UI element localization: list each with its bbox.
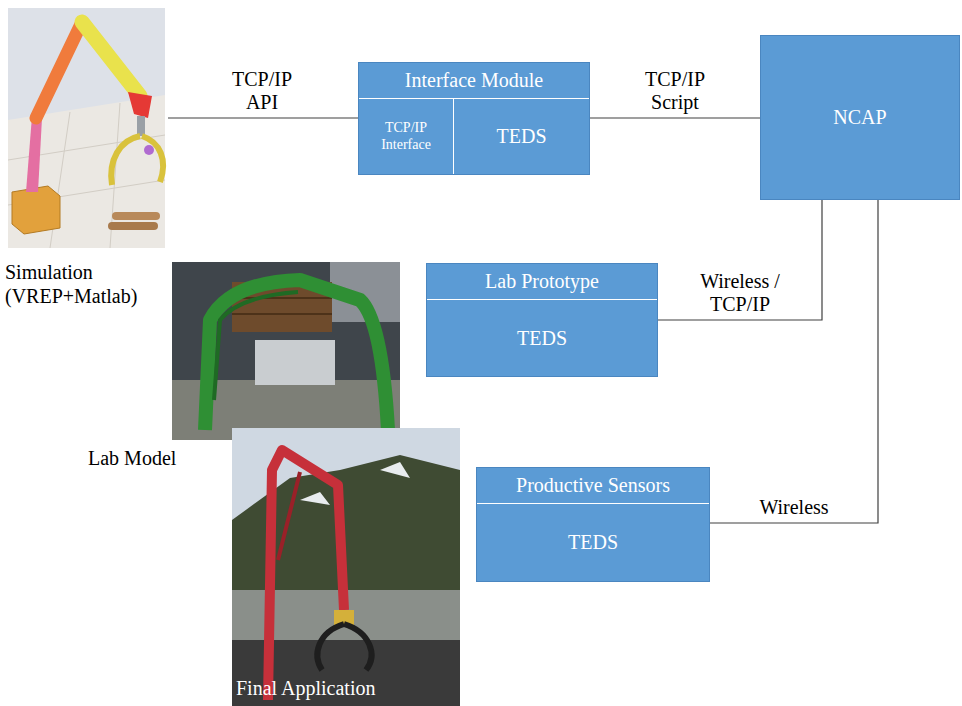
edge-label: Wireless — [744, 496, 844, 519]
sim-background — [8, 8, 165, 248]
sim-main-arm — [36, 22, 82, 118]
interface-cell: TCP/IP Interface — [359, 98, 453, 174]
connector-line — [658, 200, 822, 320]
box-heading: Lab Prototype — [427, 264, 657, 300]
final-crane-arm — [268, 450, 344, 700]
sim-joint — [128, 92, 152, 118]
sim-column — [26, 116, 42, 192]
sim-log — [112, 212, 160, 220]
sim-floor-grid — [8, 103, 165, 248]
sim-log — [108, 222, 158, 230]
prototype-box: Lab PrototypeTEDS — [426, 263, 658, 377]
final-claw — [317, 624, 344, 670]
lab-crane-arm — [205, 280, 388, 430]
final-crane-cylinder — [278, 472, 300, 560]
lab-background — [172, 262, 400, 440]
interface-module: Interface ModuleTCP/IP InterfaceTEDS — [358, 62, 590, 175]
lab-crane-cylinder — [214, 292, 298, 400]
sim-boom — [82, 22, 140, 96]
final-sky — [232, 428, 460, 706]
final-application-picture — [232, 428, 460, 706]
sensors-box: Productive SensorsTEDS — [476, 467, 710, 582]
box-heading: Productive Sensors — [477, 468, 709, 504]
cell-label: TEDS — [454, 125, 589, 148]
final-claw — [344, 624, 371, 670]
connector-line — [168, 117, 359, 118]
module-heading: Interface Module — [359, 63, 589, 98]
connector-line — [589, 117, 760, 118]
edge-label: Wireless / TCP/IP — [690, 270, 790, 316]
ncap-box: NCAP — [760, 35, 960, 200]
image-caption: Simulation (VREP+Matlab) — [5, 260, 168, 308]
simulation-image: Simulation (VREP+Matlab) — [5, 8, 168, 308]
lab-model-picture — [172, 262, 400, 440]
image-caption: Final Application — [236, 676, 375, 700]
sim-claw — [111, 136, 140, 185]
edge-label: TCP/IP Script — [635, 68, 715, 114]
box-body: TEDS — [477, 504, 709, 581]
sim-sensor — [144, 145, 154, 155]
box-body: TEDS — [427, 300, 657, 376]
sim-claw — [142, 136, 163, 182]
teds-cell: TEDS — [453, 98, 589, 174]
cell-label: TCP/IP Interface — [359, 120, 453, 152]
sim-rotator — [137, 116, 145, 136]
simulation-picture — [8, 8, 165, 248]
edge-label: TCP/IP API — [222, 68, 302, 114]
image-caption: Lab Model — [88, 446, 176, 470]
lab-table — [255, 340, 335, 385]
connector-line — [710, 200, 878, 523]
sim-base-block — [12, 186, 60, 234]
box-label: NCAP — [833, 36, 886, 199]
